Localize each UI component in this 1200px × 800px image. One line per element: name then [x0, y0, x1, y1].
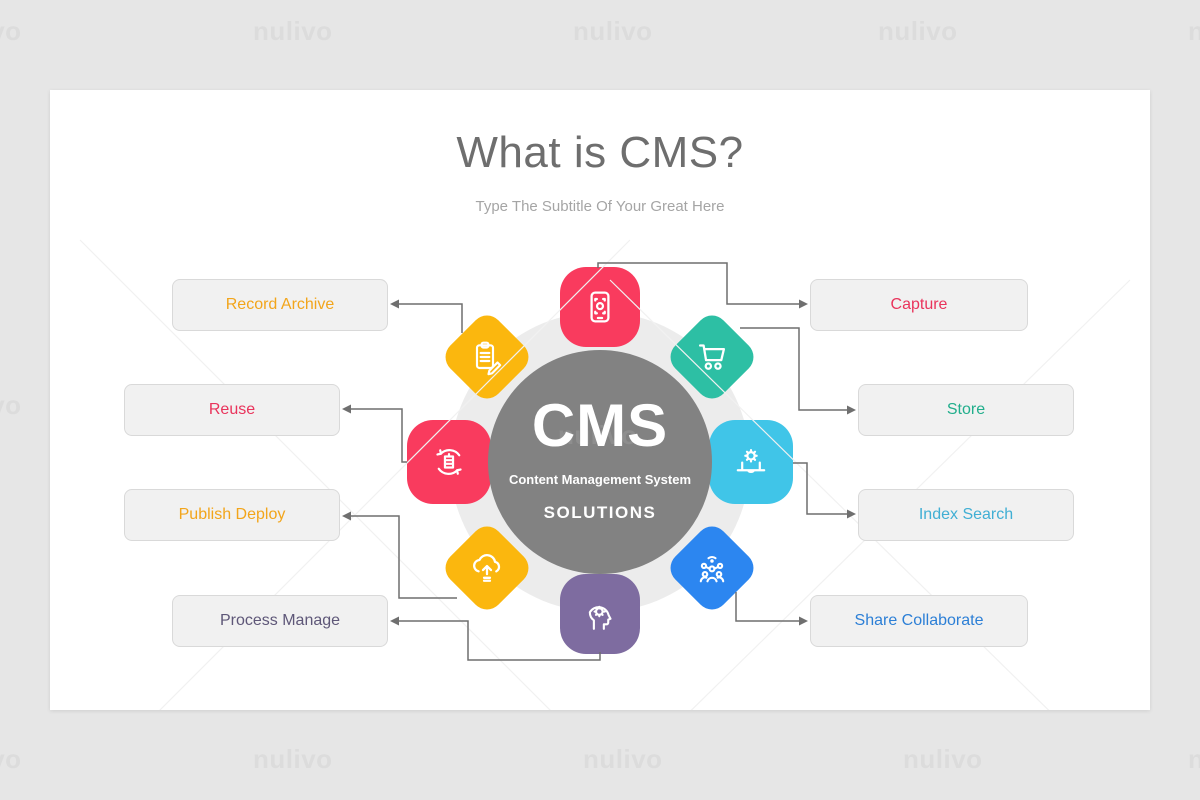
watermark: nulivo: [583, 744, 663, 774]
cloud-upload-icon: [473, 554, 501, 582]
label-share-collaborate: Share Collaborate: [854, 612, 984, 629]
page-title: What is CMS?: [456, 128, 744, 177]
label-store: Store: [946, 401, 986, 418]
watermark: nulivo: [1188, 16, 1200, 46]
label-box-reuse: Reuse: [124, 384, 340, 436]
label-box-record-archive: Record Archive: [172, 279, 388, 331]
shopping-cart-icon: [698, 344, 726, 370]
label-index-search: Index Search: [918, 506, 1014, 523]
shape-smartphone: [560, 267, 640, 347]
reuse-cycle-icon: [436, 449, 462, 475]
watermark: nulivo: [253, 16, 333, 46]
label-process-manage: Process Manage: [219, 612, 341, 629]
watermark: nulivo: [573, 16, 653, 46]
watermark: nulivo: [0, 16, 22, 46]
label-box-process-manage: Process Manage: [172, 595, 388, 647]
watermark: nulivo: [0, 744, 22, 774]
laptop-gear-icon: [736, 448, 766, 473]
label-box-publish-deploy: Publish Deploy: [124, 489, 340, 541]
label-capture: Capture: [890, 296, 948, 313]
label-box-store: Store: [858, 384, 1074, 436]
label-box-capture: Capture: [810, 279, 1028, 331]
slide: What is CMS? Type The Subtitle Of Your G…: [50, 90, 1150, 710]
clipboard-edit-icon: [475, 341, 502, 376]
watermark: nulivo: [1188, 744, 1200, 774]
page-subtitle: Type The Subtitle Of Your Great Here: [475, 198, 725, 215]
label-publish-deploy: Publish Deploy: [178, 506, 286, 523]
smartphone-scan-icon: [590, 291, 610, 323]
shape-reuse: [407, 420, 491, 504]
shape-head: [560, 574, 640, 654]
label-record-archive: Record Archive: [225, 296, 335, 313]
center-acronym: CMS: [531, 392, 669, 459]
shape-laptop: [709, 420, 793, 504]
team-network-icon: [699, 555, 725, 583]
watermark: nulivo: [253, 744, 333, 774]
watermark: nulivo: [0, 390, 22, 420]
watermark: nulivo: [903, 744, 983, 774]
label-reuse: Reuse: [208, 401, 256, 418]
center-subtitle: Content Management System: [508, 472, 692, 487]
center-caption: SOLUTIONS: [543, 503, 657, 522]
watermark: nulivo: [878, 16, 958, 46]
head-gear-icon: [588, 605, 612, 630]
label-box-share-collaborate: Share Collaborate: [810, 595, 1028, 647]
center-circle: CMS Content Management System SOLUTIONS: [488, 350, 712, 574]
label-box-index-search: Index Search: [858, 489, 1074, 541]
